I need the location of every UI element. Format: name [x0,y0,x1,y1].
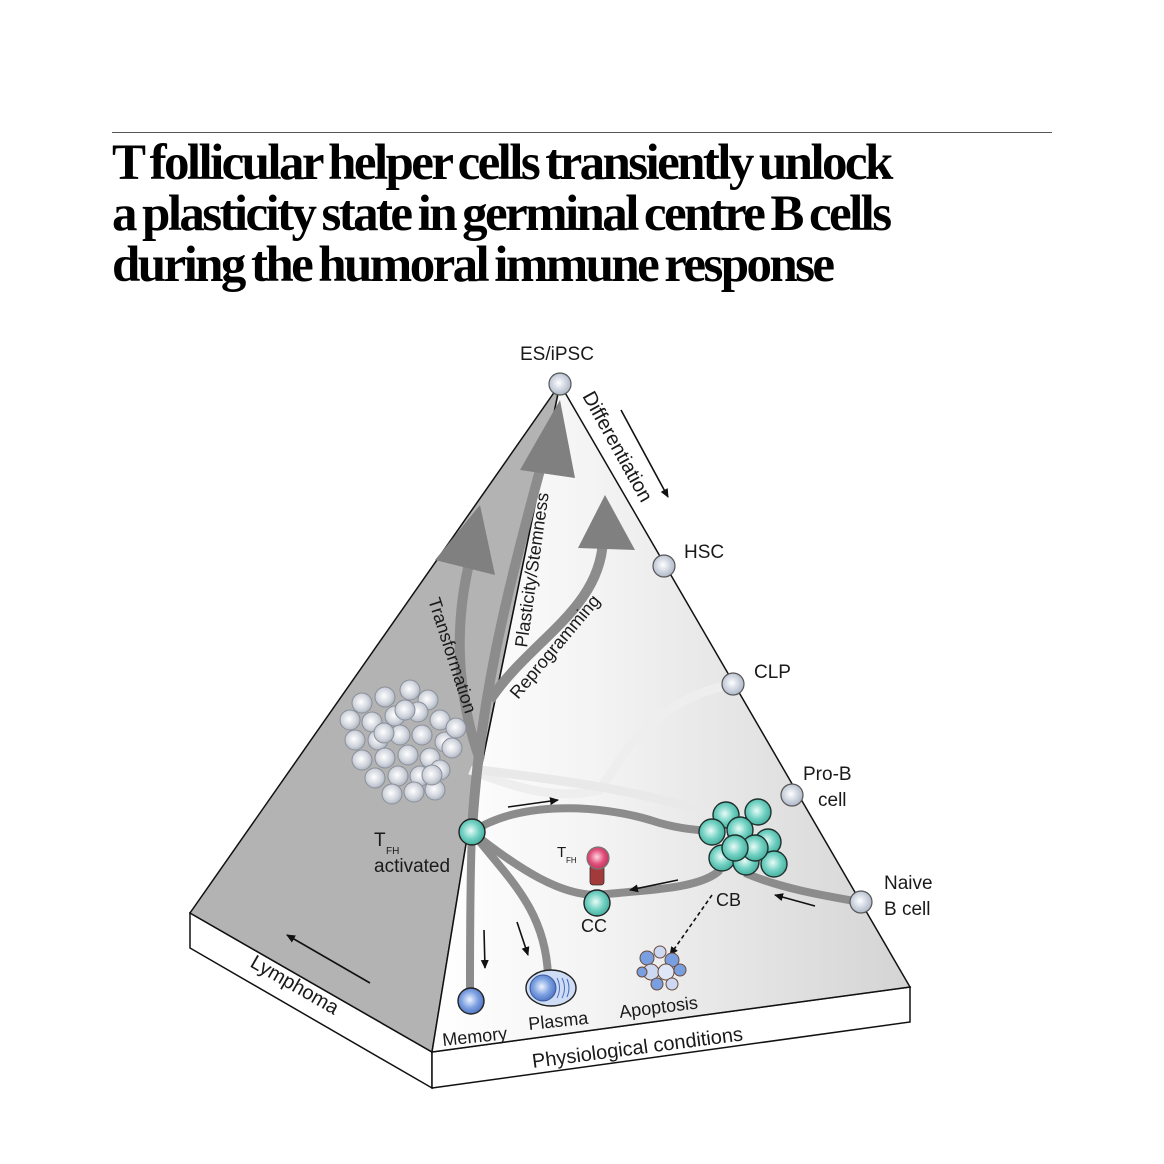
plasticity-path [467,468,545,831]
tfh-activated-label-sub: FH [386,846,399,857]
plasticity-arrowhead [520,400,575,478]
lymphoma-cell [387,765,409,787]
centrocyte-cell [583,889,611,917]
faint-path [479,765,717,820]
tfh-activated-label-t: T [374,830,386,851]
article-title: T follicular helper cells transiently un… [112,138,1072,291]
tfh-activated-label-line2: activated [374,856,450,877]
centroblast-cell [721,834,749,862]
apoptotic-fragment [673,963,687,977]
plasma-cell-nucleus [529,974,557,1002]
memory-path [466,831,476,991]
reprogramming-arrowhead [578,495,635,550]
naive-label-line2: B cell [884,899,930,920]
reprogramming-path [485,539,608,703]
lymphoma-cell [373,722,395,744]
lymphoma-cell [411,724,433,746]
transformation-arrowhead [435,505,495,575]
lymphoma-cell [339,709,361,731]
apoptotic-cell [636,945,687,991]
centroblast-cluster [698,798,788,878]
lymphoma-cell [374,686,396,708]
es-ipsc-label: ES/iPSC [520,344,594,365]
cc-label: CC [581,916,607,936]
cb-label: CB [716,890,741,910]
tfh-activated-cell [458,818,486,846]
naive-label: Naive [884,873,933,894]
apoptosis-dashed-arrow [669,894,713,956]
header-rule [112,132,1052,133]
naive-arrow [774,893,816,907]
top-path-arrow [507,797,559,808]
hsc-label: HSC [684,542,724,563]
apoptotic-fragment [636,966,648,978]
apoptotic-fragment [665,977,679,991]
centroblast-cell [760,850,788,878]
lymphoma-cell [445,717,467,739]
differentiation-arrow [620,409,669,498]
lymphoma-cell [364,767,386,789]
lymphoma-cell [351,692,373,714]
centroblast-cell [698,818,726,846]
lymphoma-cell [403,781,425,803]
lymphoma-arrow [286,934,371,984]
title-line-3: during the humoral immune response [112,237,835,293]
es-ipsc-cell [548,372,572,396]
tfh-small-label-sub: FH [566,856,577,865]
lymphoma-cell [374,747,396,769]
tfh-small-cell [586,846,610,870]
plasma-arrow [516,921,530,956]
lymphoma-cell [351,749,373,771]
title-line-2: a plasticity state in germinal centre B … [112,186,892,242]
apoptotic-fragment [653,945,667,959]
lymphoma-cell-clump [339,679,467,805]
naive-to-cb-path [743,869,861,906]
lymphoma-cell [399,679,421,701]
title-line-1: T follicular helper cells transiently un… [112,135,893,191]
cb-to-cc-arrow [629,879,679,893]
lymphoma-cell [441,737,463,759]
apoptotic-fragment [650,977,664,991]
pro-b-cell [780,783,804,807]
centroblast-cell [744,798,772,826]
lymphoma-cell [397,744,419,766]
memory-arrow [480,929,489,969]
transformation-path [454,558,485,762]
tfh-small-label-t: T [557,844,566,861]
plasma-er-lines [556,977,570,999]
lymphoma-cell [344,729,366,751]
naive-b-cell [849,890,873,914]
hsc-cell [652,554,676,578]
lymphoma-cell [381,783,403,805]
plasma-path [468,829,552,976]
memory-cell [457,987,485,1015]
lymphoma-cell [421,764,443,786]
tfh-to-cb-path [469,804,721,836]
clp-label: CLP [754,662,791,683]
lymphoma-cell [394,699,416,721]
apoptotic-fragment [639,950,655,966]
pro-b-label: Pro-B [803,764,852,785]
pro-b-label-line2: cell [818,790,847,811]
clp-cell [721,672,745,696]
